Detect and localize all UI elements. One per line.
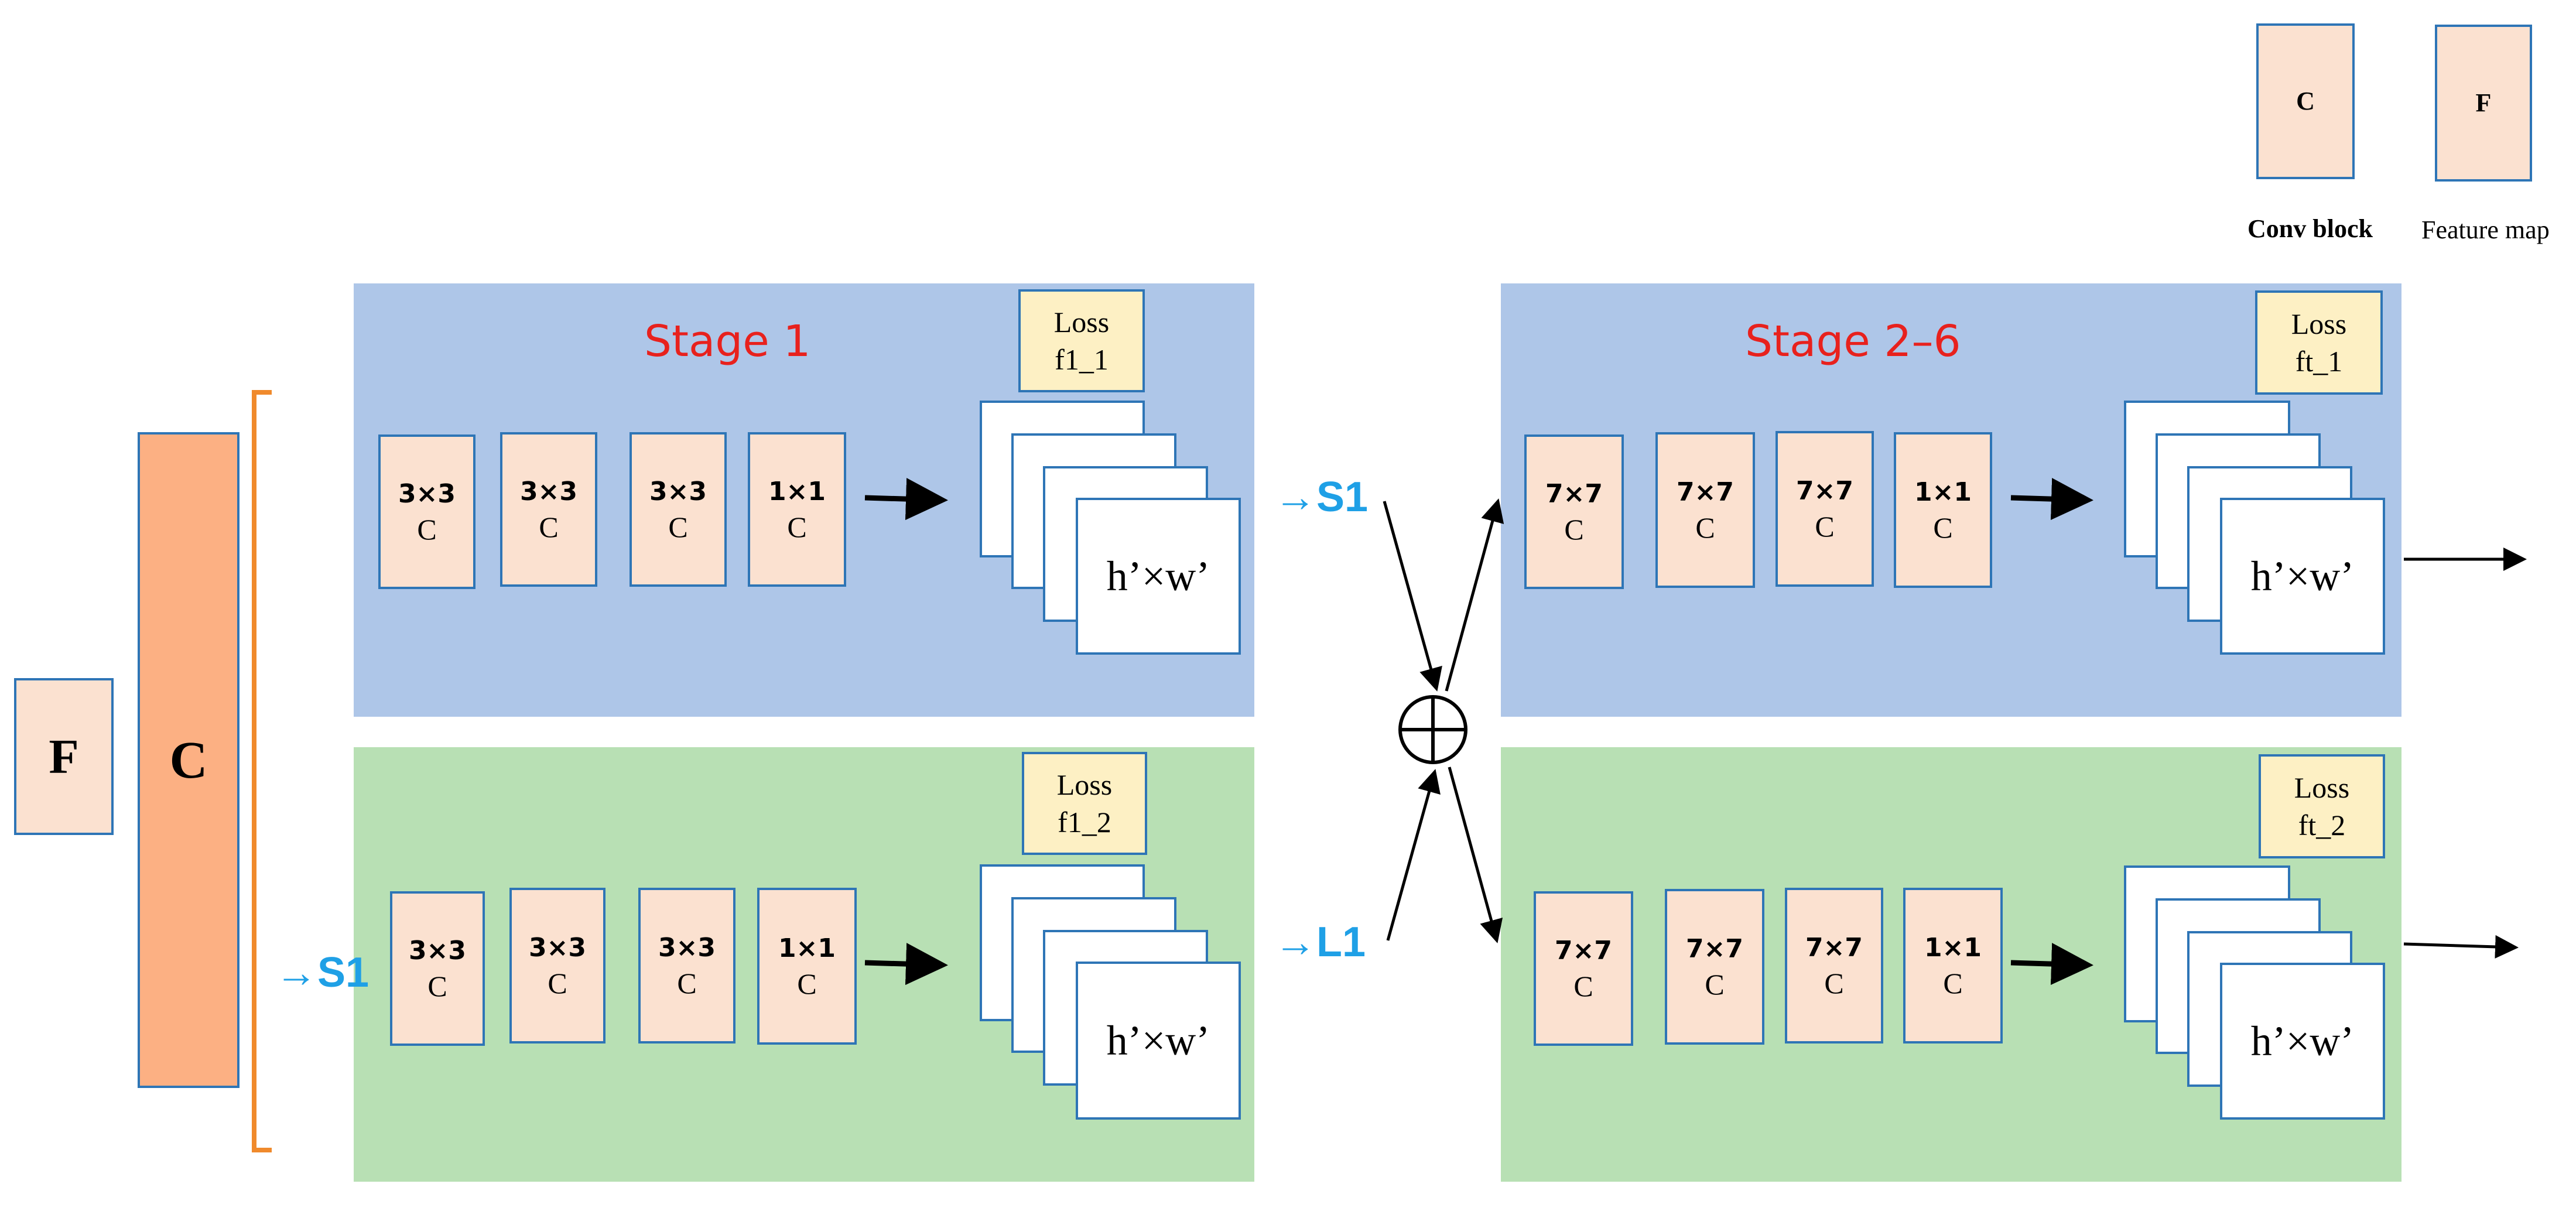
stage1-title: Stage 1 [644, 316, 811, 367]
legend-feature-label: Feature map [2421, 215, 2550, 244]
conv-kernel: 7×7 [1685, 934, 1744, 964]
conv-kernel: 7×7 [1795, 476, 1854, 506]
stage1-top-conv-2: 3×3 C [500, 432, 597, 587]
stage2-bottom-feature-map: h’×w’ [2220, 963, 2385, 1120]
stage2-bottom-conv-2: 7×7 C [1665, 889, 1764, 1045]
stage1-top-output-tag-text: S1 [1316, 474, 1369, 521]
legend-conv-symbol: C [2296, 87, 2315, 115]
loss-name: f1_2 [1058, 806, 1111, 839]
stage2-top-loss: Loss ft_1 [2255, 290, 2383, 395]
feature-size: h’×w’ [1106, 1017, 1210, 1064]
stage2-top-conv-1: 7×7 C [1524, 434, 1624, 589]
conv-kernel: 7×7 [1545, 479, 1603, 509]
conv-kernel: 1×1 [778, 933, 836, 963]
stage2-bottom-conv-3: 7×7 C [1785, 888, 1883, 1043]
stage2-bottom-conv-1: 7×7 C [1534, 891, 1633, 1046]
loss-name: ft_1 [2295, 345, 2343, 378]
stage1-bottom-output-tag: →L1 [1274, 919, 1366, 966]
conv-label: C [1564, 513, 1584, 546]
loss-name: f1_1 [1055, 343, 1109, 376]
feature-size: h’×w’ [2250, 552, 2355, 600]
conv-kernel: 3×3 [398, 479, 456, 509]
input-conv-block: C [138, 432, 240, 1088]
conv-kernel: 3×3 [408, 936, 467, 966]
conv-label: C [1695, 511, 1715, 544]
conv-kernel: 7×7 [1554, 936, 1613, 966]
conv-label: C [417, 513, 437, 546]
loss-title: Loss [1053, 306, 1110, 338]
stage1-top-conv-4: 1×1 C [748, 432, 846, 587]
conv-label: C [1943, 967, 1963, 1000]
stage1-bottom-loss: Loss f1_2 [1022, 752, 1147, 855]
loss-title: Loss [1056, 768, 1113, 801]
stage1-bottom-conv-3: 3×3 C [638, 888, 735, 1043]
conv-kernel: 3×3 [658, 933, 716, 963]
loss-name: ft_2 [2298, 809, 2346, 841]
conv-kernel: 1×1 [1914, 477, 1972, 507]
conv-label: C [787, 511, 807, 543]
conv-label: C [539, 511, 559, 543]
conv-kernel: 1×1 [1924, 933, 1982, 963]
stage2-bottom-output-arrow [2403, 935, 2519, 959]
feature-size: h’×w’ [1106, 552, 1210, 600]
input-feature-map: F [14, 678, 114, 835]
input-branch-tag: →S1 [275, 949, 370, 996]
stage2-top-arrow [2010, 478, 2093, 521]
conv-label: C [1573, 970, 1593, 1003]
s1-to-concat-arrow [1383, 501, 1442, 692]
input-feature-label: F [49, 729, 79, 784]
stage2-top-conv-2: 7×7 C [1655, 432, 1755, 588]
conv-kernel: 3×3 [528, 933, 587, 963]
conv-kernel: 3×3 [519, 477, 578, 507]
conv-label: C [1933, 511, 1953, 544]
conv-label: C [427, 970, 447, 1003]
concat-to-stage2-bottom-arrow [1448, 767, 1503, 943]
conv-label: C [1824, 967, 1844, 1000]
stage1-bottom-conv-4: 1×1 C [757, 888, 857, 1045]
stage1-top-conv-1: 3×3 C [378, 434, 475, 589]
stage2-bottom-conv-4: 1×1 C [1903, 888, 2003, 1043]
conv-kernel: 1×1 [768, 477, 826, 507]
loss-title: Loss [2291, 307, 2347, 340]
stage1-bottom-conv-1: 3×3 C [390, 891, 485, 1046]
stage1-top-conv-3: 3×3 C [630, 432, 727, 587]
input-branch-tag-text: S1 [317, 949, 370, 996]
loss-title: Loss [2294, 771, 2350, 804]
stage1-bottom-output-tag-text: L1 [1316, 919, 1366, 966]
stage2-bottom-arrow [2010, 943, 2093, 986]
conv-kernel: 7×7 [1676, 477, 1735, 507]
concat-symbol [1398, 695, 1467, 764]
branch-bracket [252, 390, 272, 1152]
conv-label: C [677, 967, 697, 1000]
conv-label: C [548, 967, 567, 1000]
stage1-top-output-tag: →S1 [1274, 474, 1369, 521]
conv-label: C [668, 511, 688, 543]
legend-conv-label: Conv block [2247, 214, 2373, 243]
concat-to-stage2-top-arrow [1445, 498, 1504, 692]
stage1-bottom-feature-map: h’×w’ [1076, 962, 1241, 1120]
stage2-top-conv-4: 1×1 C [1894, 432, 1992, 588]
stage2-top-feature-map: h’×w’ [2220, 498, 2385, 655]
stage1-top-arrow [864, 478, 948, 521]
l1-to-concat-arrow [1386, 769, 1441, 941]
stage2-bottom-loss: Loss ft_2 [2259, 754, 2385, 858]
input-conv-label: C [169, 731, 208, 789]
stage1-bottom-arrow [864, 943, 948, 986]
stage1-bottom-conv-2: 3×3 C [509, 888, 605, 1043]
legend-conv-swatch: C [2256, 23, 2355, 179]
conv-kernel: 3×3 [649, 477, 707, 507]
conv-label: C [1815, 510, 1835, 543]
stage1-top-loss: Loss f1_1 [1018, 289, 1145, 392]
conv-label: C [1705, 968, 1725, 1001]
conv-label: C [797, 967, 817, 1000]
legend-feature-symbol: F [2475, 88, 2492, 117]
conv-kernel: 7×7 [1805, 933, 1863, 963]
stage1-top-feature-map: h’×w’ [1076, 498, 1241, 655]
stage2-title: Stage 2–6 [1745, 316, 1961, 367]
legend-feature-swatch: F [2435, 25, 2532, 182]
stage2-top-conv-3: 7×7 C [1776, 431, 1874, 587]
feature-size: h’×w’ [2250, 1017, 2355, 1065]
